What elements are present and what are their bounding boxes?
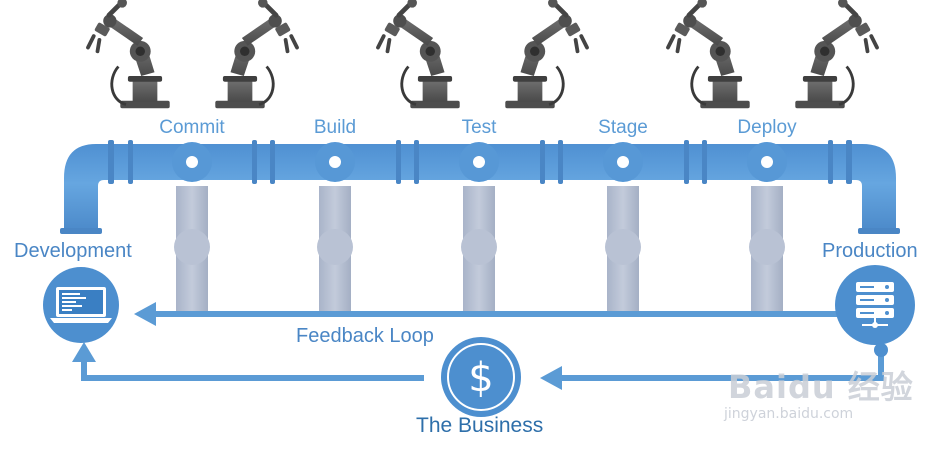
pillar xyxy=(174,186,210,312)
dollar-symbol: $ xyxy=(468,355,493,401)
robot-icon xyxy=(668,0,750,108)
pillar xyxy=(605,186,641,312)
watermark-url: jingyan.baidu.com xyxy=(724,406,854,422)
stage-node xyxy=(172,142,212,182)
robot-icon xyxy=(378,0,460,108)
development-label: Development xyxy=(14,240,132,262)
stage-node xyxy=(603,142,643,182)
stage-node xyxy=(315,142,355,182)
stage-node xyxy=(747,142,787,182)
stage-label-commit: Commit xyxy=(159,117,225,138)
robot-arms xyxy=(88,0,877,108)
development-laptop-icon xyxy=(43,267,119,343)
robot-icon xyxy=(215,0,297,108)
main-pipe xyxy=(60,140,900,234)
business-label: The Business xyxy=(416,414,544,437)
pillar xyxy=(749,186,785,312)
stage-label-build: Build xyxy=(313,117,357,138)
watermark-logo: Baidu 经验 xyxy=(728,368,914,406)
pillar xyxy=(317,186,353,312)
robot-icon xyxy=(505,0,587,108)
stage-label-stage: Stage xyxy=(598,117,648,138)
robot-icon xyxy=(88,0,170,108)
stage-label-test: Test xyxy=(461,117,497,138)
pipeline-pillars xyxy=(174,186,785,312)
production-label: Production xyxy=(822,240,918,262)
pillar xyxy=(461,186,497,312)
robot-icon xyxy=(795,0,877,108)
pipe-stage-nodes xyxy=(172,142,787,182)
feedback-loop-arrow xyxy=(134,302,838,326)
production-server-icon xyxy=(835,265,915,357)
stage-label-deploy: Deploy xyxy=(737,117,797,138)
business-dollar-icon: $ xyxy=(441,337,521,417)
feedback-loop-label: Feedback Loop xyxy=(296,325,434,347)
stage-node xyxy=(459,142,499,182)
business-arrows xyxy=(72,342,884,390)
